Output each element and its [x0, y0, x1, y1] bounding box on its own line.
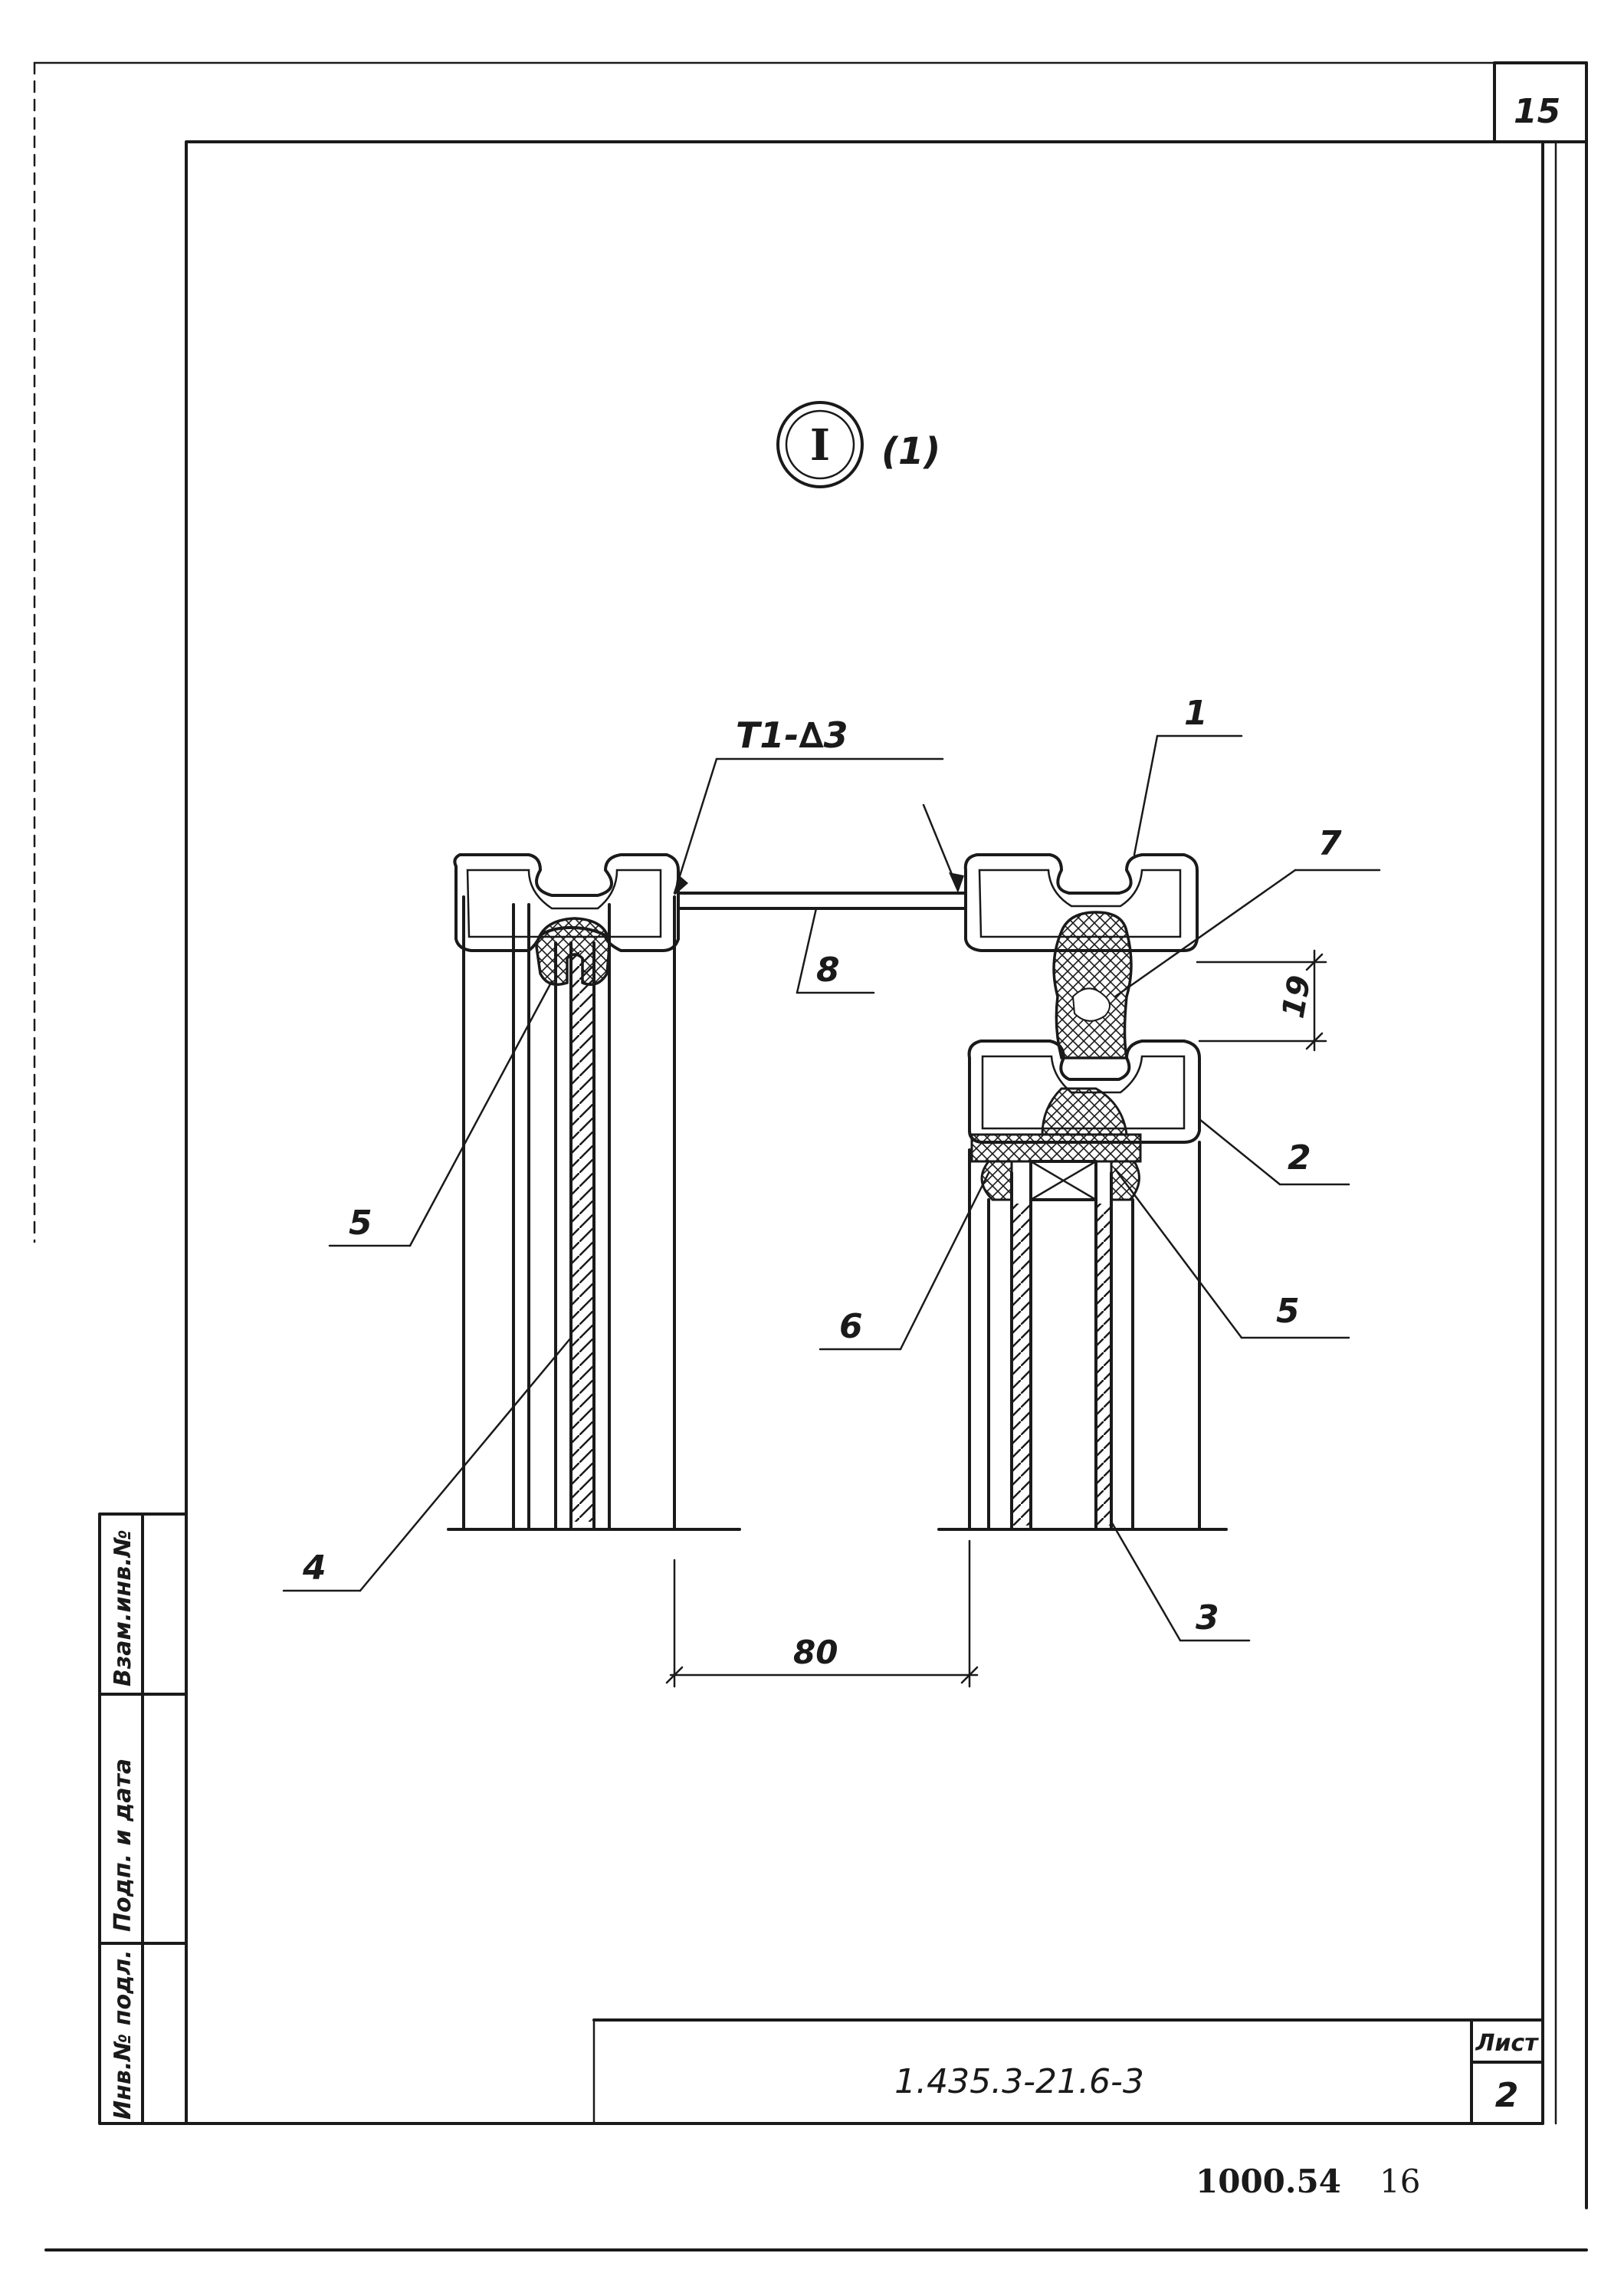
callout-mark: I [810, 420, 830, 471]
footer-page: 16 [1380, 2163, 1420, 2200]
dimension-19: 19 [1196, 949, 1327, 1052]
label-pos-1: 1 [1184, 694, 1208, 733]
detail-callout: I (1) [776, 401, 940, 488]
footer-code: 1000.54 [1196, 2163, 1341, 2200]
title-block: 1.435.3-21.6-3 Лист 2 [592, 2018, 1544, 2125]
dimension-80: 80 [665, 1539, 979, 1688]
side-stamp-cell-2: Подп. и дата [110, 1759, 136, 1932]
footer-stamp: 1000.54 16 [1196, 2163, 1420, 2200]
label-pos-2: 2 [1288, 1138, 1311, 1177]
title-designation: 1.435.3-21.6-3 [894, 2062, 1144, 2101]
position-leaders: 1 7 2 5 6 3 8 5 4 [282, 694, 1381, 1642]
label-pos-4: 4 [302, 1549, 326, 1588]
side-stamp: Взам.инв.№ Подп. и дата Инв.№ подл. [98, 1513, 188, 2125]
label-pos-3: 3 [1196, 1598, 1219, 1637]
dimension-19-text: 19 [1276, 973, 1318, 1021]
top-page-number: 15 [1514, 92, 1560, 131]
label-pos-5-right: 5 [1276, 1292, 1300, 1331]
title-sheet-label: Лист [1475, 2030, 1539, 2057]
label-pos-6: 6 [839, 1307, 863, 1346]
left-panel-section [447, 853, 741, 1531]
label-pos-7: 7 [1318, 824, 1342, 863]
right-panel-section [937, 853, 1228, 1531]
side-stamp-cell-3: Инв.№ подл. [110, 1949, 136, 2120]
label-pos-8: 8 [816, 951, 840, 990]
callout-ref: (1) [881, 430, 940, 473]
top-page-box: 15 [1493, 61, 1588, 143]
label-pos-5-left: 5 [349, 1204, 372, 1243]
side-stamp-cell-1: Взам.инв.№ [110, 1529, 136, 1687]
sheet-frame [33, 61, 1588, 2252]
weld-mark: T1-∆3 [673, 714, 964, 895]
dimension-80-text: 80 [793, 1634, 838, 1671]
title-sheet-number: 2 [1495, 2076, 1519, 2115]
connector-strip [677, 892, 967, 910]
weld-mark-text: T1-∆3 [736, 714, 848, 756]
